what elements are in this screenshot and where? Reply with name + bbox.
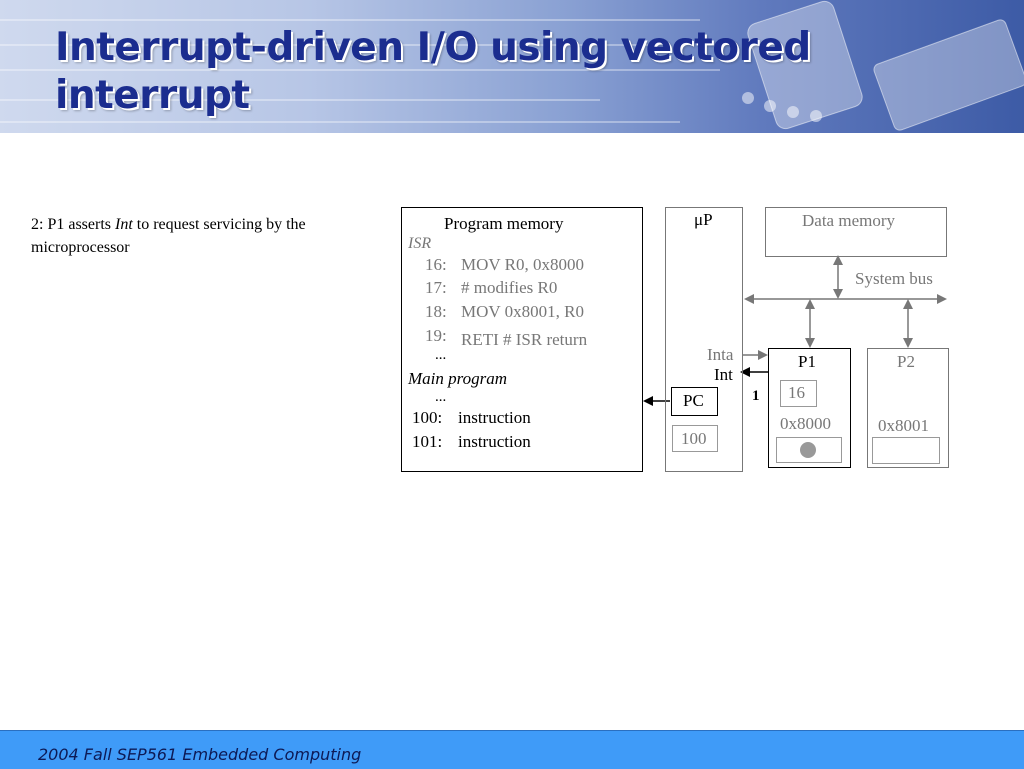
p2-address: 0x8001 bbox=[878, 416, 929, 435]
main-line-addr: 100: bbox=[412, 408, 443, 427]
pc-value: 100 bbox=[681, 429, 707, 448]
pc-label: PC bbox=[683, 391, 704, 410]
bullet-prefix: 2: P1 asserts bbox=[31, 216, 115, 233]
p2-data-register bbox=[872, 437, 940, 464]
footer-text: 2004 Fall SEP561 Embedded Computing bbox=[38, 745, 362, 764]
inta-label: Inta bbox=[707, 345, 734, 364]
p1-label: P1 bbox=[798, 352, 816, 371]
ellipsis-isr: ... bbox=[435, 347, 447, 363]
isr-line-addr: 17: bbox=[425, 278, 447, 297]
isr-line-addr: 18: bbox=[425, 302, 447, 321]
pc-register bbox=[671, 387, 718, 416]
isr-line-addr: 16: bbox=[425, 255, 447, 274]
footer-bar: 2004 Fall SEP561 Embedded Computing bbox=[0, 730, 1024, 769]
isr-line-code: RETI # ISR return bbox=[461, 330, 588, 349]
p1-data-indicator bbox=[800, 442, 816, 458]
p1-data-register bbox=[776, 437, 842, 463]
main-line-addr: 101: bbox=[412, 432, 443, 451]
program-memory-title: Program memory bbox=[444, 214, 564, 233]
system-bus-label: System bus bbox=[855, 269, 933, 288]
p1-vector-box bbox=[780, 380, 817, 407]
title-banner: Interrupt-driven I/O using vectored inte… bbox=[0, 0, 1024, 133]
data-memory-box bbox=[765, 207, 947, 257]
program-memory-box bbox=[401, 207, 643, 472]
isr-line-code: # modifies R0 bbox=[461, 278, 558, 297]
p1-vector-value: 16 bbox=[788, 383, 805, 402]
data-memory-label: Data memory bbox=[802, 211, 895, 230]
bullet-text: 2: P1 asserts Int to request servicing b… bbox=[31, 213, 386, 259]
isr-line-code: MOV 0x8001, R0 bbox=[461, 302, 584, 321]
p2-box bbox=[867, 348, 949, 468]
slide-title: Interrupt-driven I/O using vectored inte… bbox=[55, 25, 811, 118]
microprocessor-label: μP bbox=[694, 210, 713, 229]
main-line-code: instruction bbox=[458, 408, 531, 427]
p1-box bbox=[768, 348, 851, 468]
int-signal-value: 1 bbox=[752, 388, 760, 404]
bullet-suffix: to request servicing by the microprocess… bbox=[31, 216, 306, 256]
isr-line-addr: 19: bbox=[425, 326, 447, 345]
isr-label: ISR bbox=[408, 235, 432, 252]
ellipsis-main: ... bbox=[435, 389, 447, 405]
pc-value-box bbox=[672, 425, 718, 452]
p1-address: 0x8000 bbox=[780, 414, 831, 433]
microprocessor-box bbox=[665, 207, 743, 472]
isr-line-code: MOV R0, 0x8000 bbox=[461, 255, 584, 274]
int-label: Int bbox=[714, 365, 733, 384]
p2-label: P2 bbox=[897, 352, 915, 371]
main-program-label: Main program bbox=[408, 369, 508, 388]
main-line-code: instruction bbox=[458, 432, 531, 451]
banner-decoration bbox=[0, 0, 1024, 131]
bullet-emphasis: Int bbox=[115, 216, 133, 233]
